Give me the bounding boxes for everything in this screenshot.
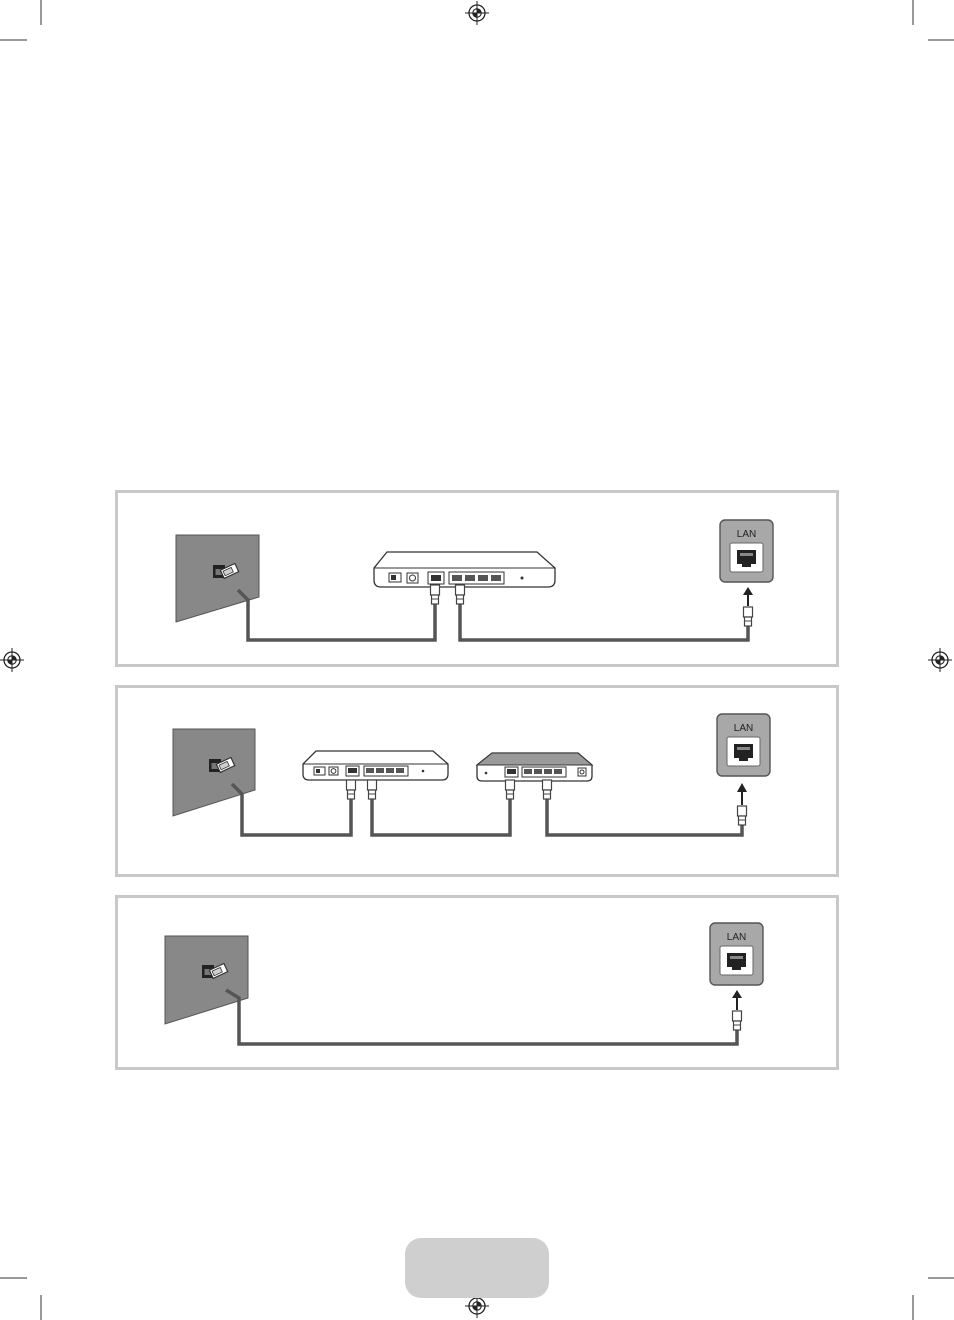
- rj45-plug-icon: [733, 1011, 742, 1030]
- ethernet-port-icon: [727, 953, 746, 967]
- diagram-panel-2: LAN: [117, 687, 838, 876]
- rj45-plug-icon: [347, 780, 356, 799]
- ethernet-port-icon: [734, 744, 753, 758]
- router-device: [374, 552, 555, 587]
- rj45-plug-icon: [738, 806, 747, 825]
- rj45-plug-icon: [456, 585, 465, 604]
- rj45-plug-icon: [506, 780, 515, 799]
- diagram-panel-1: LAN: [117, 492, 838, 666]
- ethernet-port-icon: [737, 550, 756, 564]
- rj45-plug-icon: [431, 585, 440, 604]
- rj45-plug-icon: [543, 780, 552, 799]
- page-number-tab: [405, 1238, 549, 1298]
- rj45-plug-icon: [368, 780, 377, 799]
- lan-label: LAN: [737, 529, 756, 540]
- lan-label: LAN: [734, 723, 753, 734]
- lan-label: LAN: [727, 932, 746, 943]
- registration-mark-left: [0, 648, 24, 672]
- registration-mark-top: [465, 1, 489, 25]
- tv-lan-port: LAN: [710, 923, 763, 985]
- diagram-panel-3: LAN: [117, 897, 838, 1069]
- modem-device: [303, 751, 448, 780]
- tv-lan-port: LAN: [720, 520, 773, 582]
- registration-mark-right: [928, 648, 952, 672]
- rj45-plug-icon: [744, 607, 753, 626]
- ip-sharer-router-device: [477, 753, 592, 781]
- tv-lan-port: LAN: [717, 714, 770, 776]
